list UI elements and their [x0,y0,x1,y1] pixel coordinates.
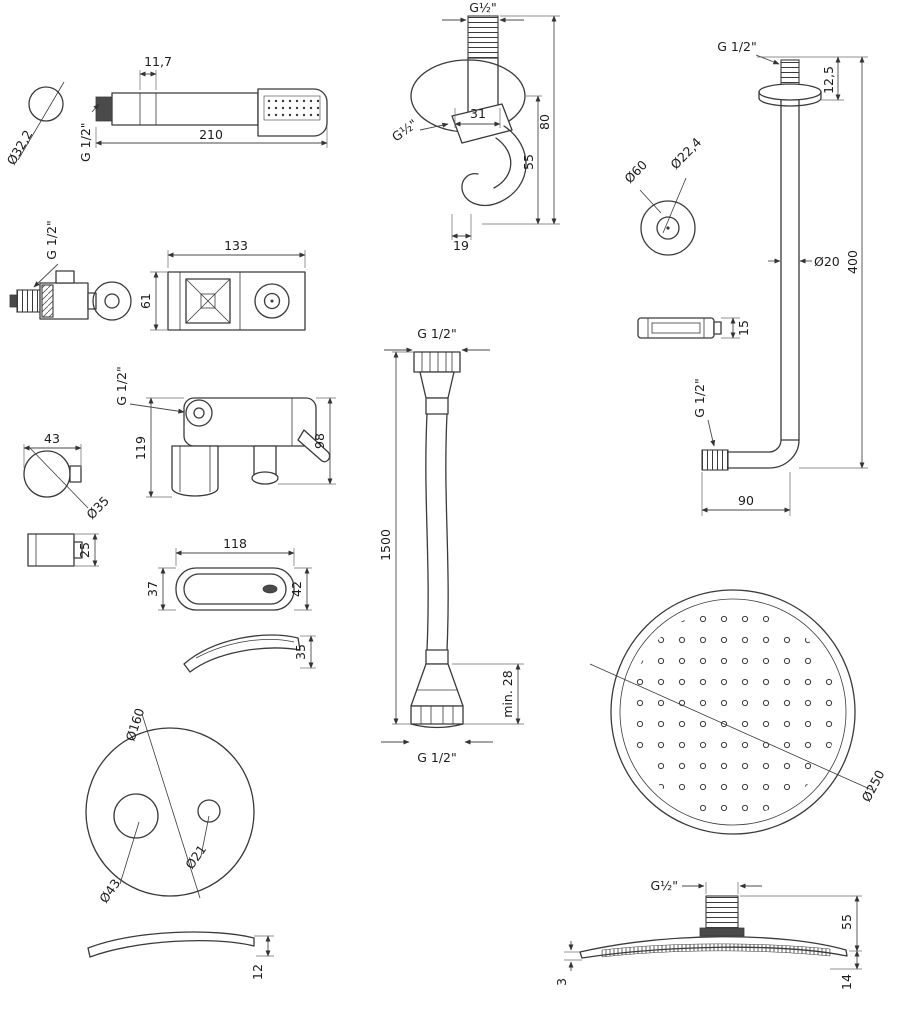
dim-valve-width: 133 [224,238,248,253]
dim-knob-depth: 25 [77,542,92,558]
exposed-mixer-drawing: G 1/2" 119 98 [114,366,336,498]
shower-hose-drawing: G 1/2" G 1/2" 1500 min. 28 [378,326,524,765]
flow-restrictor-drawing: 15 [637,317,751,339]
dim-arm-reach: 90 [738,493,754,508]
dim-hose-thread-bottom: G 1/2" [417,750,457,765]
dim-hand-shower-length: 210 [199,127,223,142]
dim-hand-shower-diameter: Ø32,2 [4,127,36,167]
wall-bracket-drawing: G½" 31 80 55 19 G½" [389,0,560,253]
dim-elbow-height: 80 [537,114,552,130]
dim-elbow-thread-top: G½" [469,0,497,15]
dim-mixer-depth: 98 [312,433,327,449]
hand-shower-drawing: 210 11,7 G 1/2" Ø32,2 [4,54,328,168]
dim-mixer-height: 119 [133,436,148,460]
dim-hose-length: 1500 [378,529,393,561]
dim-lever-height: 35 [293,644,308,660]
dim-arm-thread-wall: G 1/2" [692,378,707,418]
dim-elbow-thread-side: G½" [389,116,420,144]
dim-hand-shower-thread: G 1/2" [78,122,93,162]
wall-rosette-drawing: Ø60 Ø22,4 [621,135,704,256]
dim-knob-width: 43 [44,431,60,446]
dim-elbow-height-inner: 55 [521,154,536,170]
dim-head-height: 55 [839,914,854,930]
cover-plate-drawing: Ø160 Ø43 Ø21 12 [85,706,274,980]
dim-rosette-inner: Ø22,4 [667,135,704,173]
dim-knob-diameter: Ø35 [83,493,112,522]
dim-hose-thread-top: G 1/2" [417,326,457,341]
dim-restrictor-height: 15 [736,320,751,336]
dim-hand-shower-offset: 11,7 [144,54,172,69]
dim-hose-min-bend: min. 28 [500,670,515,717]
check-valve-knob-drawing: Ø35 43 25 [23,431,112,567]
dim-arm-length: 400 [845,250,860,274]
dim-handle-width: 37 [145,581,160,597]
shower-head-side-drawing: G½" 55 14 3 [554,878,862,990]
dim-plate-hole-small: Ø21 [182,842,209,872]
dim-valve-height: 61 [138,293,153,309]
dim-elbow-depth: 19 [453,238,469,253]
dim-rosette-outer: Ø60 [621,157,650,186]
dim-arm-flange-offset: 12,5 [821,66,836,94]
mixer-valve-drawing: G 1/2" 133 61 [9,220,306,331]
ceiling-arm-drawing: G 1/2" 12,5 400 Ø20 G 1/2" 90 [692,39,868,516]
dim-arm-pipe-diameter: Ø20 [814,254,840,269]
dim-arm-thread-top: G 1/2" [717,39,757,54]
dim-head-thread: G½" [650,878,678,893]
dim-plate-diameter: Ø160 [123,706,148,743]
dim-head-rim: 14 [839,974,854,990]
dim-mixer-thread: G 1/2" [114,366,129,406]
lever-drawing: 35 [183,634,316,673]
dim-head-lip: 3 [554,978,569,986]
dim-elbow-offset: 31 [470,106,486,121]
handle-drawing: 118 37 42 [145,536,312,611]
dim-handle-length: 118 [223,536,247,551]
dim-plate-hole-large: Ø43 [96,876,123,906]
shower-head-top-drawing: Ø250 [589,589,888,835]
dim-plate-thickness: 12 [250,964,265,980]
dim-handle-height: 42 [289,581,304,597]
dim-valve-thread: G 1/2" [44,220,59,260]
